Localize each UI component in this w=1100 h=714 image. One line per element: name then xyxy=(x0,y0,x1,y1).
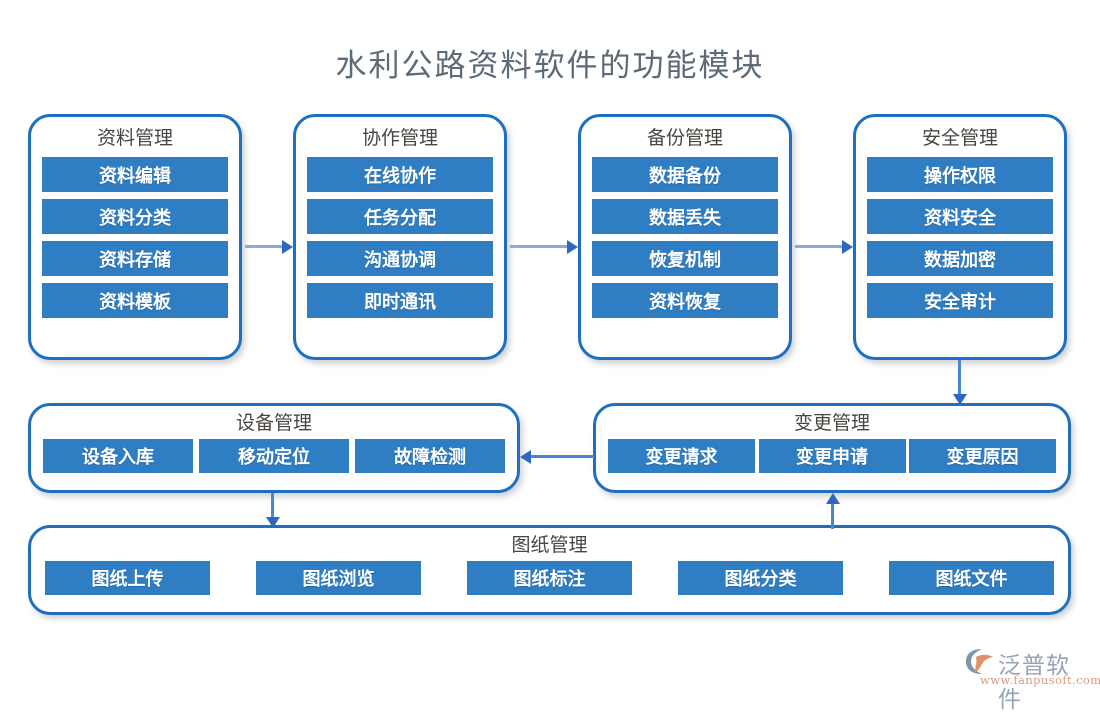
chip-item[interactable]: 即时通讯 xyxy=(307,283,493,318)
chip-item[interactable]: 资料存储 xyxy=(42,241,228,276)
group-box-collaboration-management[interactable]: 协作管理 在线协作 任务分配 沟通协调 即时通讯 xyxy=(293,114,507,360)
chip-item[interactable]: 移动定位 xyxy=(199,439,349,473)
chip-item[interactable]: 在线协作 xyxy=(307,157,493,192)
chip-item[interactable]: 资料模板 xyxy=(42,283,228,318)
connector-drawing-to-change xyxy=(826,493,840,529)
chip-item[interactable]: 恢复机制 xyxy=(592,241,778,276)
brand-logo: 泛普软件 www.fanpusoft.com xyxy=(962,646,1100,713)
group-title: 备份管理 xyxy=(646,127,723,149)
group-title: 安全管理 xyxy=(921,127,998,149)
group-title: 图纸管理 xyxy=(511,534,588,556)
chip-item[interactable]: 图纸标注 xyxy=(467,561,632,595)
connector-collaboration-to-backup xyxy=(510,240,580,254)
chip-item[interactable]: 变更申请 xyxy=(758,439,906,473)
fanpu-logo-icon xyxy=(966,649,993,674)
chip-stack: 操作权限 资料安全 数据加密 安全审计 xyxy=(856,157,1064,318)
chip-item[interactable]: 操作权限 xyxy=(867,157,1053,192)
group-box-backup-management[interactable]: 备份管理 数据备份 数据丢失 恢复机制 资料恢复 xyxy=(578,114,792,360)
chip-item[interactable]: 任务分配 xyxy=(307,199,493,234)
chip-stack: 在线协作 任务分配 沟通协调 即时通讯 xyxy=(296,157,504,318)
chip-item[interactable]: 数据加密 xyxy=(867,241,1053,276)
chip-item[interactable]: 图纸上传 xyxy=(45,561,210,595)
connector-document-to-collaboration xyxy=(245,240,295,254)
chip-item[interactable]: 数据丢失 xyxy=(592,199,778,234)
page-title: 水利公路资料软件的功能模块 xyxy=(335,48,765,84)
chip-item[interactable]: 设备入库 xyxy=(43,439,193,473)
chip-row: 变更请求 变更申请 变更原因 xyxy=(596,439,1068,473)
group-box-change-management[interactable]: 变更管理 变更请求 变更申请 变更原因 xyxy=(593,403,1071,493)
chip-item[interactable]: 资料编辑 xyxy=(42,157,228,192)
connector-change-to-device xyxy=(520,450,594,464)
chip-item[interactable]: 安全审计 xyxy=(867,283,1053,318)
chip-item[interactable]: 资料恢复 xyxy=(592,283,778,318)
chip-item[interactable]: 故障检测 xyxy=(355,439,505,473)
chip-item[interactable]: 变更原因 xyxy=(909,439,1056,473)
chip-item[interactable]: 数据备份 xyxy=(592,157,778,192)
chip-item[interactable]: 资料分类 xyxy=(42,199,228,234)
chip-item[interactable]: 图纸文件 xyxy=(889,561,1054,595)
connector-security-to-change xyxy=(953,360,967,406)
group-title: 协作管理 xyxy=(361,127,438,149)
chip-stack: 数据备份 数据丢失 恢复机制 资料恢复 xyxy=(581,157,789,318)
chip-stack: 资料编辑 资料分类 资料存储 资料模板 xyxy=(31,157,239,318)
chip-item[interactable]: 变更请求 xyxy=(608,439,755,473)
group-box-security-management[interactable]: 安全管理 操作权限 资料安全 数据加密 安全审计 xyxy=(853,114,1067,360)
chip-item[interactable]: 图纸浏览 xyxy=(256,561,421,595)
connector-device-to-drawing xyxy=(266,493,280,529)
logo-url-text: www.fanpusoft.com xyxy=(980,673,1100,687)
group-title: 变更管理 xyxy=(793,412,870,434)
chip-item[interactable]: 图纸分类 xyxy=(678,561,843,595)
connector-backup-to-security xyxy=(795,240,855,254)
group-box-drawing-management[interactable]: 图纸管理 图纸上传 图纸浏览 图纸标注 图纸分类 图纸文件 xyxy=(28,525,1071,615)
group-title: 设备管理 xyxy=(235,412,312,434)
group-box-document-management[interactable]: 资料管理 资料编辑 资料分类 资料存储 资料模板 xyxy=(28,114,242,360)
group-title: 资料管理 xyxy=(96,127,173,149)
chip-item[interactable]: 沟通协调 xyxy=(307,241,493,276)
chip-row: 设备入库 移动定位 故障检测 xyxy=(31,439,517,473)
chip-item[interactable]: 资料安全 xyxy=(867,199,1053,234)
chip-row: 图纸上传 图纸浏览 图纸标注 图纸分类 图纸文件 xyxy=(31,561,1068,595)
group-box-device-management[interactable]: 设备管理 设备入库 移动定位 故障检测 xyxy=(28,403,520,493)
